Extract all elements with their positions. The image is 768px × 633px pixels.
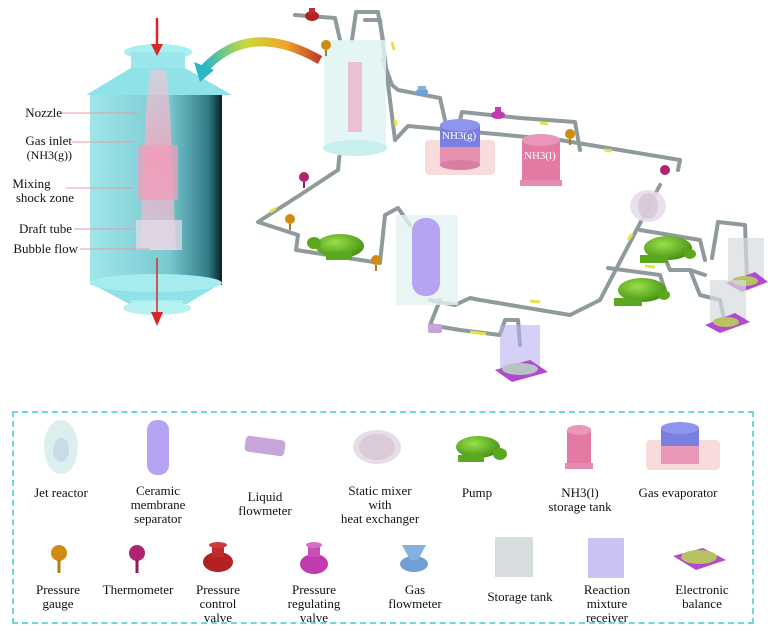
- gas-evaporator-icon: [646, 422, 720, 470]
- pressure-gauge: [565, 129, 575, 145]
- label-gas-inlet: Gas inlet: [25, 133, 72, 148]
- thermometer: [299, 172, 309, 188]
- pump-icon: [456, 436, 507, 462]
- pump: [307, 234, 364, 260]
- legend-label-pump: Pump: [461, 485, 493, 500]
- legend-label-thermometer: Thermometer: [102, 582, 174, 597]
- static-mixer-icon: [353, 430, 401, 464]
- pipe-highlights: [269, 41, 656, 336]
- thermometer-icon: [129, 545, 145, 573]
- static-mixer: [630, 190, 666, 222]
- jet-reactor: [323, 40, 387, 156]
- legend-icons: [44, 420, 726, 578]
- nh3-tank-label: NH3(l): [524, 150, 556, 162]
- ceramic-membrane-separator-icon: [147, 420, 169, 475]
- pump: [614, 278, 670, 306]
- liquid-flowmeter-icon: [244, 435, 286, 457]
- label-shock-zone: shock zone: [15, 190, 74, 205]
- nh3-storage-tank: [520, 134, 562, 186]
- legend-label-jet-reactor: Jet reactor: [34, 485, 88, 500]
- label-nozzle: Nozzle: [25, 105, 62, 120]
- label-gas-inlet-sub: (NH3(g)): [26, 148, 72, 162]
- reaction-mixture-receiver: [495, 325, 548, 382]
- legend-label-nh3-storage-tank: NH3(l)storage tank: [548, 485, 612, 514]
- pressure-regulating-valve: [491, 107, 505, 119]
- pressure-regulating-valve-icon: [300, 542, 328, 574]
- pressure-control-valve: [305, 8, 319, 21]
- label-draft-tube: Draft tube: [18, 221, 72, 236]
- storage-tank-icon: [495, 537, 533, 577]
- legend-box: [12, 411, 754, 624]
- pressure-gauge-icon: [51, 545, 67, 573]
- jet-reactor-icon: [44, 420, 78, 474]
- gas-evaporator: [425, 119, 495, 175]
- gas-flowmeter: [416, 86, 428, 96]
- pressure-control-valve-icon: [203, 542, 233, 572]
- reaction-mixture-receiver-icon: [588, 538, 624, 578]
- pump: [640, 236, 696, 263]
- electronic-balance-icon: [673, 548, 726, 570]
- zoom-arrow: [201, 37, 323, 72]
- ceramic-membrane-separator: [396, 215, 458, 305]
- thermometer: [660, 165, 670, 175]
- gas-flowmeter-icon: [400, 545, 428, 572]
- liquid-flowmeter: [428, 324, 442, 333]
- gas-evaporator-label: NH3(g): [442, 130, 477, 142]
- legend-label-storage-tank: Storage tank: [487, 589, 553, 604]
- pressure-gauge: [371, 255, 381, 271]
- label-bubble-flow: Bubble flow: [13, 241, 78, 256]
- jet-reactor-callout: [62, 18, 323, 326]
- pressure-gauge: [285, 214, 295, 230]
- legend-label-gas-evaporator: Gas evaporator: [638, 485, 718, 500]
- pressure-gauge: [321, 40, 331, 56]
- label-mixing: Mixing: [12, 176, 51, 191]
- nh3-storage-tank-icon: [565, 425, 593, 469]
- storage-tank: [705, 280, 750, 333]
